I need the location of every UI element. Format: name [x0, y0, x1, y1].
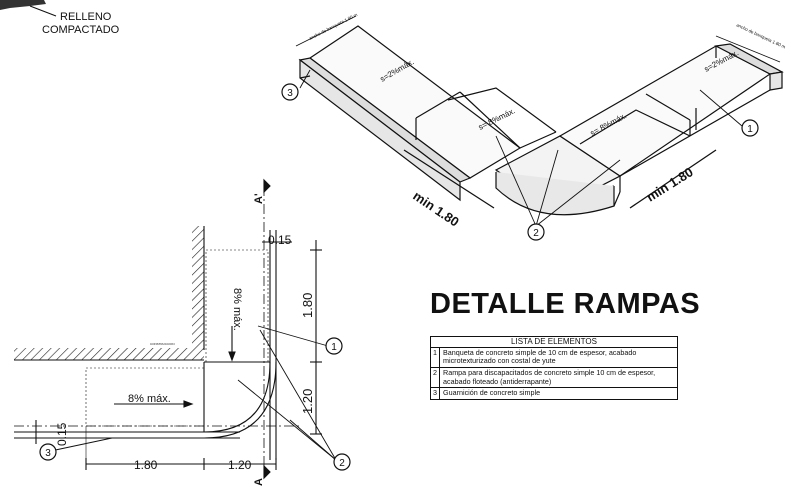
- plan-dim-top: 0.15: [268, 233, 292, 247]
- fill-label-line2: COMPACTADO: [42, 24, 120, 36]
- iso-slope-2: s= 8%máx.: [477, 106, 517, 132]
- iso-callout-2: [527, 223, 545, 241]
- plan-callout-2: [333, 453, 351, 471]
- plan-labels: 0.15 1.80 1.20 1.80 1.20 0.15 8% máx. 8%…: [39, 193, 351, 486]
- iso-callout-1-text: 1: [747, 124, 753, 135]
- plan-slope-horizontal: 8% máx.: [128, 393, 171, 405]
- iso-callout-3-text: 3: [287, 88, 293, 99]
- iso-edge-note-right: ancho de banqueta 1.80 m: [736, 22, 787, 49]
- plan-dim-bottom-2: 1.20: [228, 458, 252, 472]
- plan-callout-1-text: 1: [331, 342, 337, 353]
- iso-callout-1: [741, 119, 759, 137]
- plan-callout-3: [39, 443, 57, 461]
- legend-item-number: 3: [430, 387, 440, 400]
- iso-view: [295, 15, 784, 227]
- legend-item-text: Guarnición de concreto simple: [439, 387, 678, 400]
- plan-dim-vertical-2: 1.20: [300, 389, 315, 414]
- plan-dim-vertical-1: 1.80: [300, 293, 315, 318]
- legend-item-number: 2: [430, 366, 440, 389]
- elements-legend: LISTA DE ELEMENTOS 1 Banqueta de concret…: [430, 336, 678, 400]
- legend-item-text: Rampa para discapacitados de concreto si…: [439, 366, 678, 389]
- iso-callout-3: [281, 83, 299, 101]
- iso-callout-2-text: 2: [533, 228, 539, 239]
- plan-view: [14, 178, 337, 480]
- legend-header-row: LISTA DE ELEMENTOS: [430, 336, 678, 348]
- iso-dim-right: min 1.80: [644, 164, 696, 204]
- plan-dim-bottom-1: 1.80: [134, 458, 158, 472]
- plan-small-note: CONSTRUCCION: [150, 342, 175, 346]
- legend-item-number: 1: [430, 346, 440, 368]
- plan-slope-vertical: 8% máx.: [231, 288, 243, 331]
- plan-callout-3-text: 3: [45, 448, 51, 459]
- fill-note: RELLENO COMPACTADO: [0, 0, 120, 36]
- plan-section-bottom: A: [253, 478, 265, 486]
- plan-callout-1: [325, 337, 343, 355]
- legend-item-text: Banqueta de concreto simple de 10 cm de …: [439, 346, 678, 368]
- drawing-title: DETALLE RAMPAS: [430, 288, 701, 320]
- legend-row: 1 Banqueta de concreto simple de 10 cm d…: [430, 346, 678, 368]
- plan-dim-left: 0.15: [55, 422, 69, 446]
- plan-callout-2-text: 2: [339, 458, 345, 469]
- legend-row: 2 Rampa para discapacitados de concreto …: [430, 366, 678, 389]
- plan-section-top: A': [253, 193, 265, 204]
- fill-label-line1: RELLENO: [60, 11, 112, 23]
- legend-row: 3 Guarnición de concreto simple: [430, 387, 678, 400]
- legend-header: LISTA DE ELEMENTOS: [430, 336, 678, 348]
